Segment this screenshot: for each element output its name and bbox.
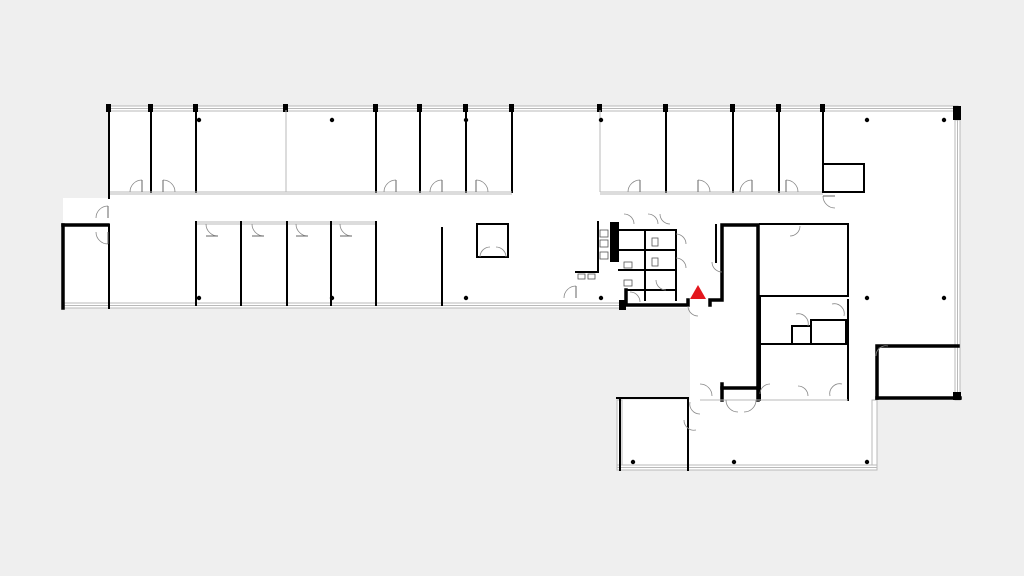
exterior-walls — [61, 105, 962, 400]
structural-columns — [196, 117, 947, 465]
south-wing-rooms — [619, 399, 848, 471]
east-rooms — [759, 223, 960, 401]
south-offices — [195, 221, 509, 306]
window-mullions — [106, 104, 825, 112]
north-offices — [110, 109, 865, 195]
you-are-here-icon — [690, 285, 706, 299]
central-stair-walls — [708, 223, 760, 402]
doors — [95, 179, 889, 431]
service-core — [575, 221, 690, 307]
